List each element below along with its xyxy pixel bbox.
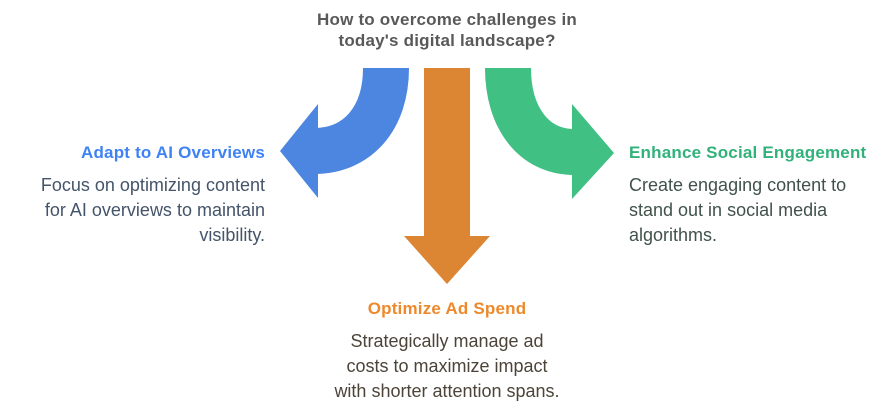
branch-adapt-ai-overviews: Adapt to AI Overviews Focus on optimizin… [0, 141, 265, 248]
curved-arrow-left-icon [280, 67, 409, 198]
curved-arrow-right-band [485, 67, 576, 175]
branch-optimize-ad-spend: Optimize Ad Spend Strategically manage a… [0, 297, 894, 404]
curved-arrow-left-head [280, 104, 318, 198]
branch-heading: Adapt to AI Overviews [80, 143, 265, 162]
curved-arrow-right-icon [485, 67, 614, 199]
arrow-down-icon [404, 68, 490, 284]
curved-arrow-left-band [312, 67, 409, 174]
branch-description: Strategically manage ad costs to maximiz… [334, 331, 560, 401]
branch-enhance-social-engagement: Enhance Social Engagement Create engagin… [629, 141, 894, 248]
arrow-down-head [404, 236, 490, 284]
curved-arrow-right-head [572, 104, 614, 199]
branch-heading: Enhance Social Engagement [629, 143, 867, 162]
branch-heading: Optimize Ad Spend [367, 299, 527, 318]
branch-description: Create engaging content to stand out in … [629, 175, 847, 245]
title-question: How to overcome challenges in today's di… [317, 10, 577, 50]
branch-description: Focus on optimizing content for AI overv… [40, 175, 265, 245]
